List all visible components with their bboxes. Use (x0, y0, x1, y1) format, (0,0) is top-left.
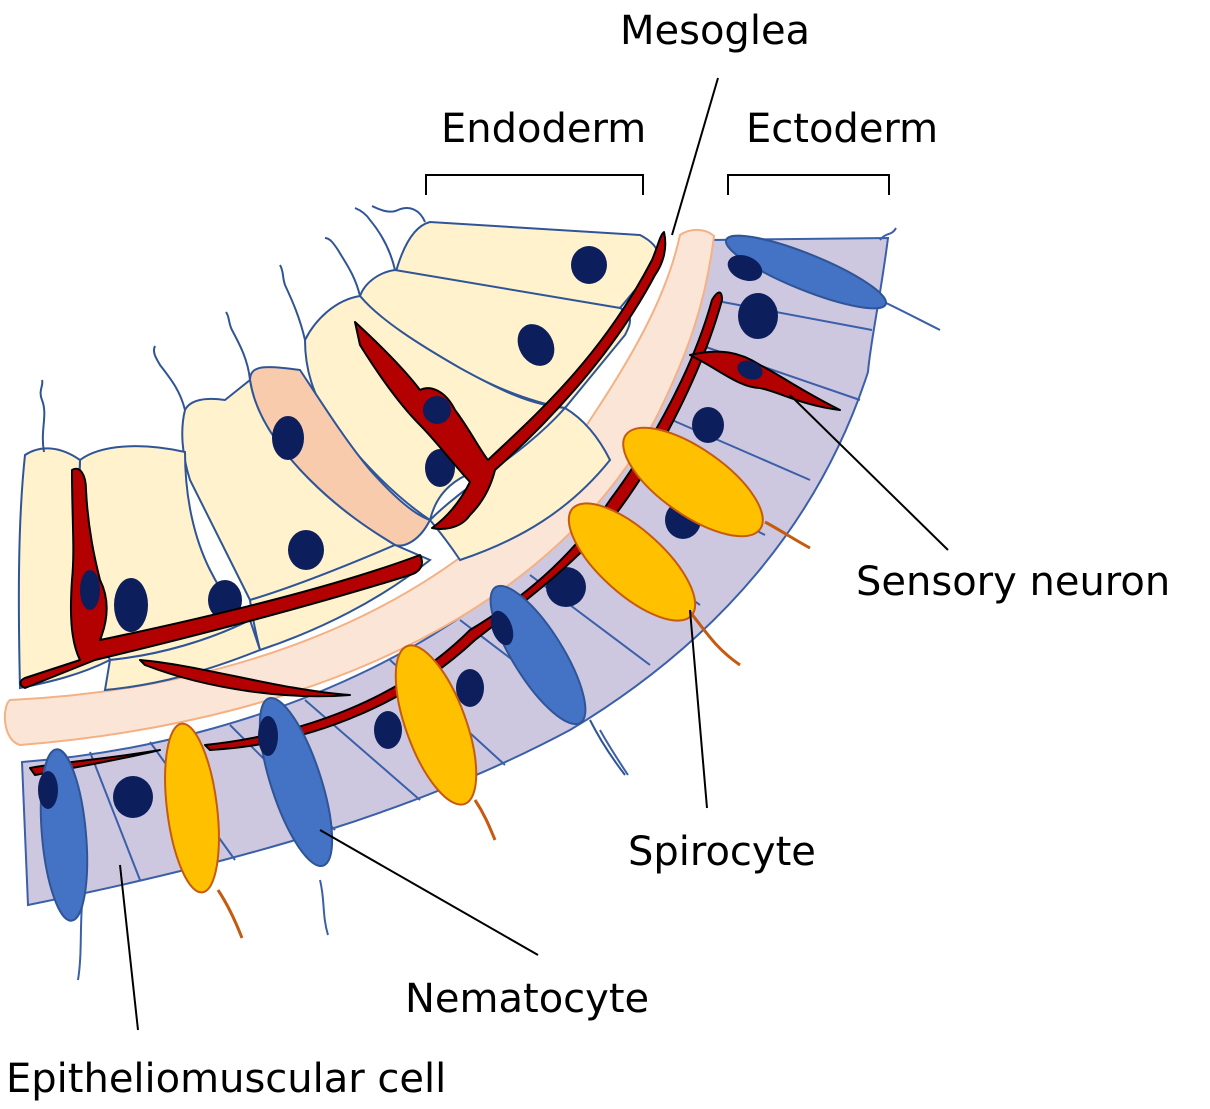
ectoderm-label: Ectoderm (746, 106, 938, 152)
spirocyte-label: Spirocyte (628, 829, 816, 875)
nematocyte-label: Nematocyte (405, 976, 649, 1022)
brackets (426, 175, 889, 195)
mesoglea-label: Mesoglea (620, 8, 810, 54)
sensory-neuron-label: Sensory neuron (856, 559, 1170, 605)
mesoglea-leader (672, 78, 718, 235)
spirocyte-leader (690, 610, 707, 808)
epitheliomuscular-leader (120, 865, 138, 1030)
nematocyte-leader (320, 830, 538, 955)
epitheliomuscular-cell-label: Epitheliomuscular cell (6, 1056, 446, 1102)
ectoderm-bracket (728, 175, 889, 195)
endoderm-bracket (426, 175, 643, 195)
endoderm-label: Endoderm (441, 106, 646, 152)
